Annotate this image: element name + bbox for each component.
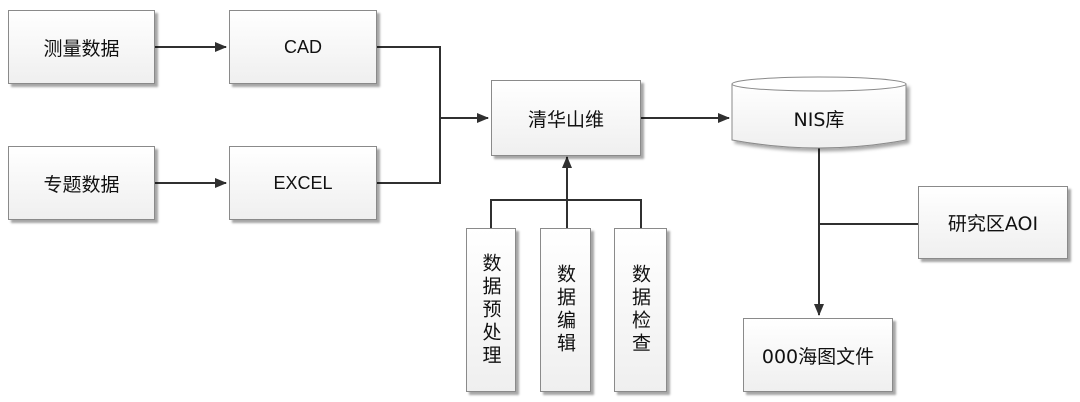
arrow-cad-to-qinghua	[377, 46, 489, 123]
node-nis-db: NIS库	[732, 92, 906, 144]
node-preprocess: 数据预处理	[466, 228, 516, 392]
node-qinghua-shanwei: 清华山维	[491, 80, 641, 156]
node-check-label: 数据检查	[629, 264, 651, 356]
node-excel: EXCEL	[229, 146, 377, 220]
node-edit: 数据编辑	[540, 228, 591, 392]
node-aoi: 研究区AOI	[918, 186, 1068, 259]
node-chart-file-label: 000海图文件	[761, 345, 875, 368]
node-excel-label: EXCEL	[273, 172, 333, 193]
node-nis-db-label: NIS库	[793, 108, 845, 131]
node-chart-file: 000海图文件	[743, 318, 893, 392]
connector-excel-to-qinghua	[377, 118, 441, 184]
node-survey-data: 测量数据	[8, 10, 155, 84]
node-survey-data-label: 测量数据	[43, 37, 120, 60]
node-thematic-data: 专题数据	[8, 146, 155, 220]
node-preprocess-label: 数据预处理	[479, 252, 502, 368]
node-qinghua-shanwei-label: 清华山维	[527, 108, 604, 131]
node-edit-label: 数据编辑	[554, 264, 576, 356]
node-cad-label: CAD	[283, 36, 322, 57]
node-thematic-data-label: 专题数据	[43, 173, 120, 196]
node-check: 数据检查	[614, 228, 667, 392]
database-cylinder	[731, 83, 907, 149]
node-aoi-label: 研究区AOI	[947, 213, 1039, 235]
node-cad: CAD	[229, 10, 377, 84]
database-top-ellipse	[731, 76, 907, 92]
